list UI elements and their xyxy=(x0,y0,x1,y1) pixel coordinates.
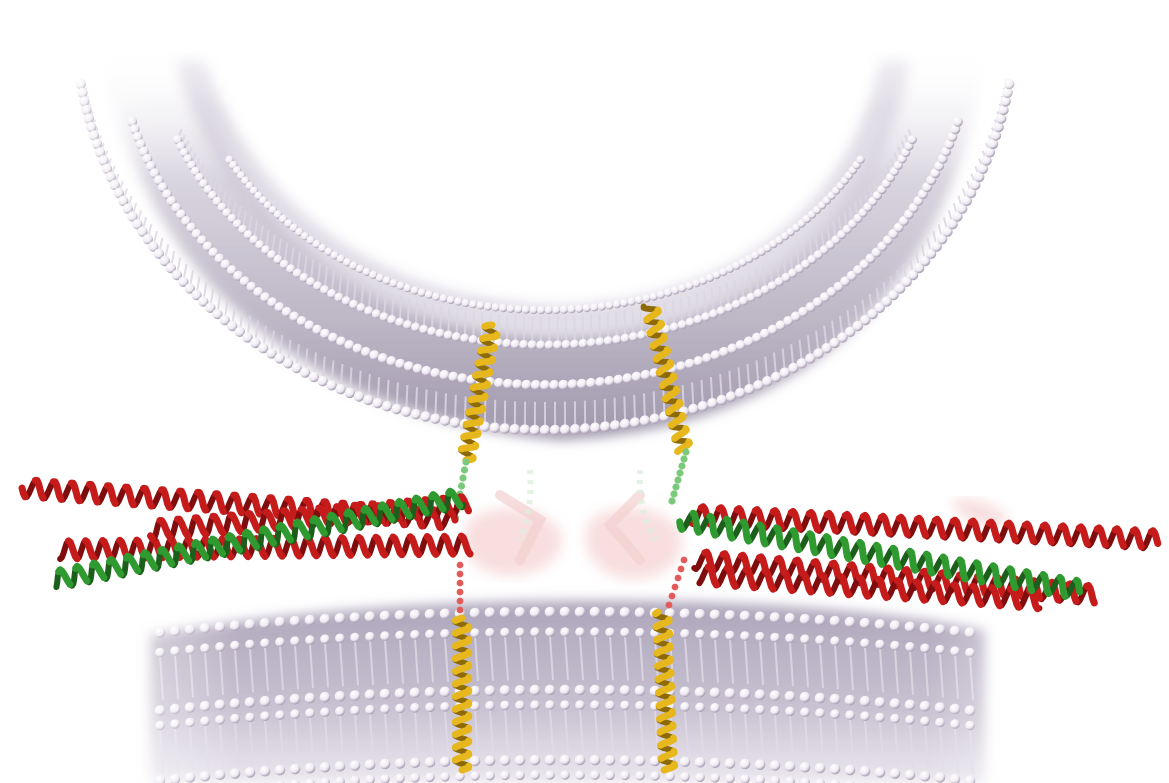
vesicle-membrane xyxy=(0,0,1169,460)
target-membrane xyxy=(0,590,1169,783)
right-snare-bundle xyxy=(680,507,1158,609)
left-snare-bundle xyxy=(22,480,470,587)
